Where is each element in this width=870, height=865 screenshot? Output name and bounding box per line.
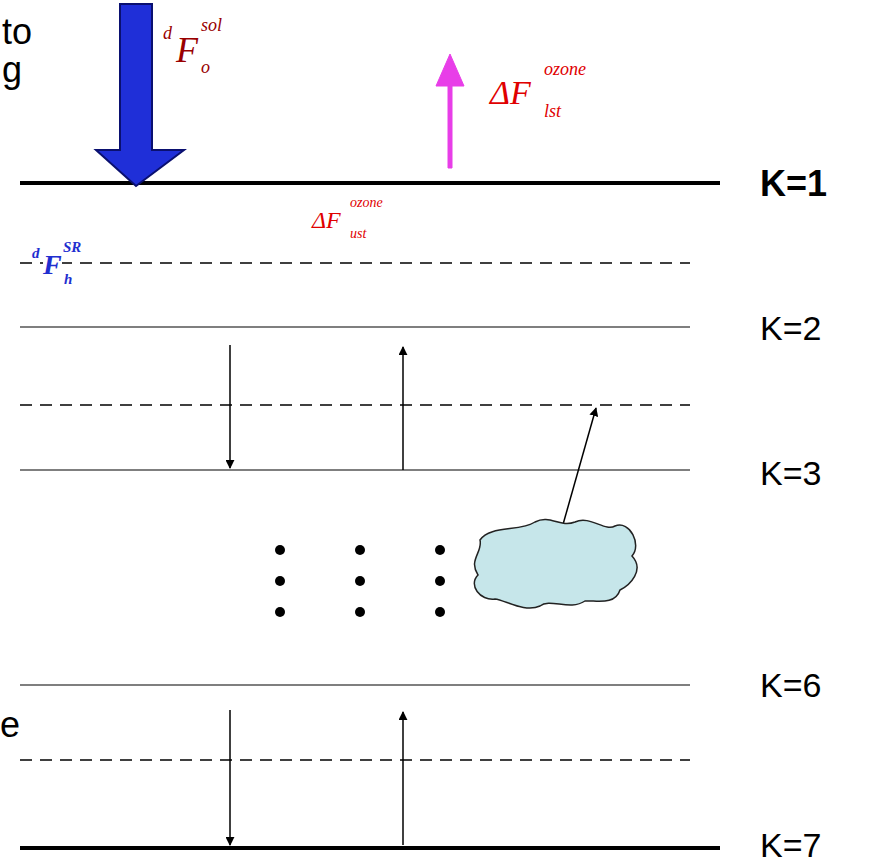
level-label: K=7 [760,828,821,862]
level-label: K=3 [760,456,821,490]
mid-level-line [20,262,690,264]
flux-symbol: ust [350,227,366,241]
level-line [20,181,720,185]
flux-symbol: F [43,251,62,279]
flux-symbol: sol [201,16,222,34]
mid-level-line [20,404,690,406]
flux-symbol: o [201,58,210,76]
flux-symbol: SR [63,240,81,255]
level-label: K=1 [760,166,827,202]
level-line [20,846,720,850]
flux-symbol: ozone [350,196,383,210]
level-line [20,469,690,470]
ellipsis-dots [275,545,445,617]
cut-text: g [2,52,22,88]
up-flux-arrow [402,712,404,845]
ozone-flux-arrow [436,54,464,168]
level-label: K=2 [760,311,821,345]
level-line [20,326,690,327]
flux-symbol: ozone [544,60,586,78]
level-line [20,684,690,685]
flux-symbol: lst [544,102,561,120]
flux-symbol: d [163,24,172,42]
level-label: K=6 [760,668,821,702]
flux-symbol: h [64,272,72,287]
cut-text: to [2,14,32,50]
flux-symbol: ΔF [312,208,341,232]
up-flux-arrow [402,347,404,470]
solar-flux-arrow [96,4,184,186]
flux-symbol: d [32,246,40,261]
down-flux-arrow [229,345,231,468]
flux-symbol: ΔF [490,76,531,110]
down-flux-arrow [229,710,231,845]
cloud [474,519,637,608]
cut-text: e [0,707,20,743]
mid-level-line [20,759,690,761]
flux-symbol: F [176,32,198,68]
